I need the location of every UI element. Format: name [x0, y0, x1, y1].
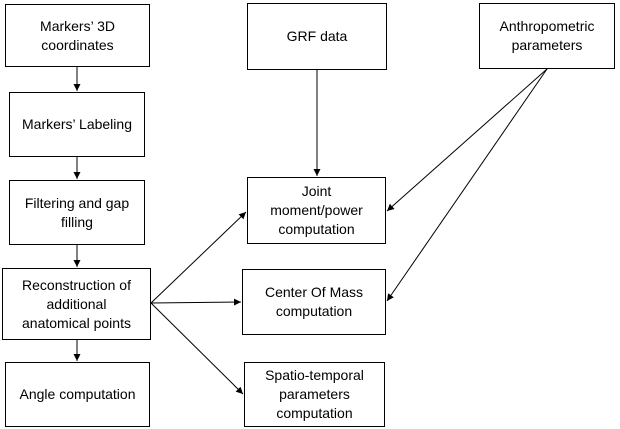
node-spatio-temporal: Spatio-temporal parameters computation — [244, 362, 385, 427]
node-label: Angle computation — [19, 386, 136, 402]
node-label: GRF data — [286, 28, 348, 44]
node-label: Center Of Mass computation — [264, 284, 364, 319]
edge-reconstruction-to-spatio — [150, 302, 244, 395]
node-label: Anthropometric parameters — [499, 18, 595, 53]
node-label: Markers’ Labeling — [22, 116, 132, 132]
node-label: Joint moment/power computation — [270, 183, 363, 237]
node-center-of-mass: Center Of Mass computation — [242, 269, 386, 335]
node-reconstruction: Reconstruction of additional anatomical … — [2, 268, 151, 340]
edge-anthro-to-com — [386, 68, 548, 302]
node-filtering-gap-filling: Filtering and gap filling — [9, 180, 145, 245]
node-anthropometric-parameters: Anthropometric parameters — [479, 3, 615, 69]
node-markers-labeling: Markers’ Labeling — [9, 92, 145, 157]
edge-anthro-to-joint — [386, 68, 548, 212]
node-joint-moment-power: Joint moment/power computation — [247, 177, 386, 244]
node-label: Spatio-temporal parameters computation — [265, 367, 364, 421]
node-markers-3d-coordinates: Markers’ 3D coordinates — [5, 4, 150, 67]
node-label: Markers’ 3D coordinates — [40, 17, 115, 53]
node-label: Reconstruction of additional anatomical … — [22, 276, 131, 331]
edge-reconstruction-to-joint — [150, 211, 247, 304]
edge-reconstruction-to-com — [150, 298, 242, 306]
node-angle-computation: Angle computation — [5, 362, 150, 427]
node-grf-data: GRF data — [247, 3, 387, 70]
node-label: Filtering and gap filling — [24, 194, 130, 230]
